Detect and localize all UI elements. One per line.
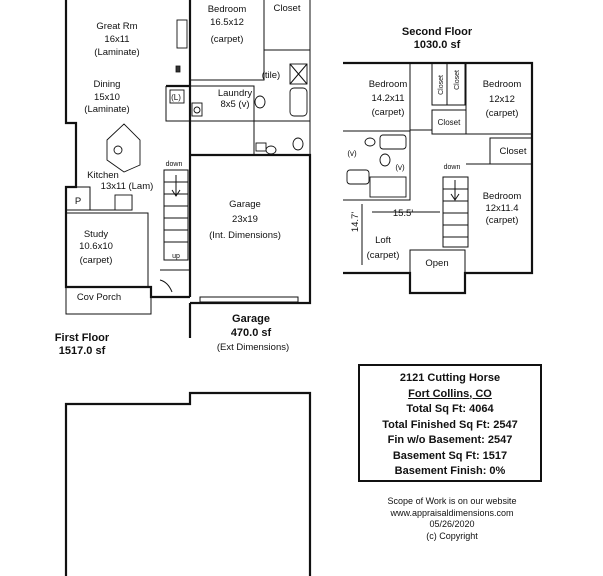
laundry-name: Laundry xyxy=(218,88,253,99)
bedroom-lower-finish: (carpet) xyxy=(486,215,519,226)
great-room-name: Great Rm xyxy=(96,21,137,32)
address-line-2: Fort Collins, CO xyxy=(408,387,492,400)
garage-note: (Int. Dimensions) xyxy=(209,230,281,241)
second-floor-stair-treads xyxy=(443,188,468,238)
second-floor-plan xyxy=(343,61,534,295)
finished-without-basement: Fin w/o Basement: 2547 xyxy=(387,434,513,446)
laundry-l-label: (L) xyxy=(171,93,181,102)
loft-width-dimension: 15.5' xyxy=(393,208,413,219)
first-floor-stairs-up: up xyxy=(172,253,180,260)
closet-mid: Closet xyxy=(438,118,461,127)
garage-plan xyxy=(188,153,312,338)
loft-finish: (carpet) xyxy=(367,250,400,261)
kitchen-name: Kitchen xyxy=(87,170,119,181)
total-finished-sq-ft: Total Finished Sq Ft: 2547 xyxy=(382,418,518,431)
address-line-1: 2121 Cutting Horse xyxy=(399,372,501,384)
bedroom-left-finish: (carpet) xyxy=(372,107,405,118)
bedroom-left-dims: 14.2x11 xyxy=(371,93,404,104)
total-sq-ft: Total Sq Ft: 4064 xyxy=(406,403,494,415)
first-floor-stairs-down: down xyxy=(166,161,183,168)
dining-dims: 15x10 xyxy=(94,92,120,103)
bedroom-name: Bedroom xyxy=(208,4,247,15)
property-summary-box: 2121 Cutting Horse Fort Collins, CO Tota… xyxy=(358,364,542,482)
first-floor-area: 1517.0 sf xyxy=(59,345,106,357)
garage-area: 470.0 sf xyxy=(231,327,272,339)
garage-dims: 23x19 xyxy=(232,214,258,225)
basement-plan xyxy=(64,391,312,576)
bedroom-right-finish: (carpet) xyxy=(486,108,519,119)
scope-of-work-note: Scope of Work is on our website xyxy=(387,496,517,506)
bedroom-finish: (carpet) xyxy=(211,34,244,45)
kitchen-dims: 13x11 (Lam) xyxy=(101,181,154,192)
second-floor-v-left: (v) xyxy=(347,149,357,158)
bedroom-right-dims: 12x12 xyxy=(489,94,515,105)
closet-label: Closet xyxy=(274,3,301,14)
great-room-dims: 16x11 xyxy=(104,34,129,45)
copyright-note: (c) Copyright xyxy=(426,530,478,541)
website-link[interactable]: www.appraisaldimensions.com xyxy=(390,507,514,518)
great-room-finish: (Laminate) xyxy=(94,47,139,58)
bedroom-lower-dims: 12x11.4 xyxy=(485,203,518,214)
garage-ext-note: (Ext Dimensions) xyxy=(217,342,289,353)
second-floor-stairs-down: down xyxy=(444,164,461,171)
footer-notes: Scope of Work is on our website www.appr… xyxy=(352,496,552,542)
second-floor-v-mid: (v) xyxy=(395,163,405,172)
closet-right: Closet xyxy=(500,146,527,157)
closet-vertical-1: Closet xyxy=(438,75,445,95)
cov-porch-label: Cov Porch xyxy=(77,292,121,303)
dining-finish: (Laminate) xyxy=(84,104,129,115)
basement-sq-ft: Basement Sq Ft: 1517 xyxy=(392,449,508,462)
study-name: Study xyxy=(84,229,109,240)
second-floor-title: Second Floor xyxy=(402,26,473,38)
bedroom-left-name: Bedroom xyxy=(369,79,408,90)
tile-label: (tile) xyxy=(262,70,280,81)
report-date: 05/26/2020 xyxy=(429,519,475,529)
pantry-label: P xyxy=(75,196,81,207)
study-dims: 10.6x10 xyxy=(79,241,113,252)
loft-name: Loft xyxy=(375,235,391,246)
laundry-dims: 8x5 (v) xyxy=(220,99,249,110)
basement-finish: Basement Finish: 0% xyxy=(394,465,506,477)
closet-vertical-2: Closet xyxy=(454,70,461,90)
study-finish: (carpet) xyxy=(80,255,113,266)
first-floor-plan xyxy=(64,0,311,315)
garage-name: Garage xyxy=(229,199,261,210)
open-label: Open xyxy=(425,258,448,269)
first-floor-title: First Floor xyxy=(55,332,110,344)
dining-name: Dining xyxy=(94,79,121,90)
bedroom-dims: 16.5x12 xyxy=(210,17,244,28)
bedroom-lower-name: Bedroom xyxy=(483,191,522,202)
bedroom-right-name: Bedroom xyxy=(483,79,522,90)
garage-title: Garage xyxy=(232,313,270,325)
second-floor-area: 1030.0 sf xyxy=(414,39,461,51)
loft-depth-dimension: 14.7' xyxy=(350,212,361,232)
